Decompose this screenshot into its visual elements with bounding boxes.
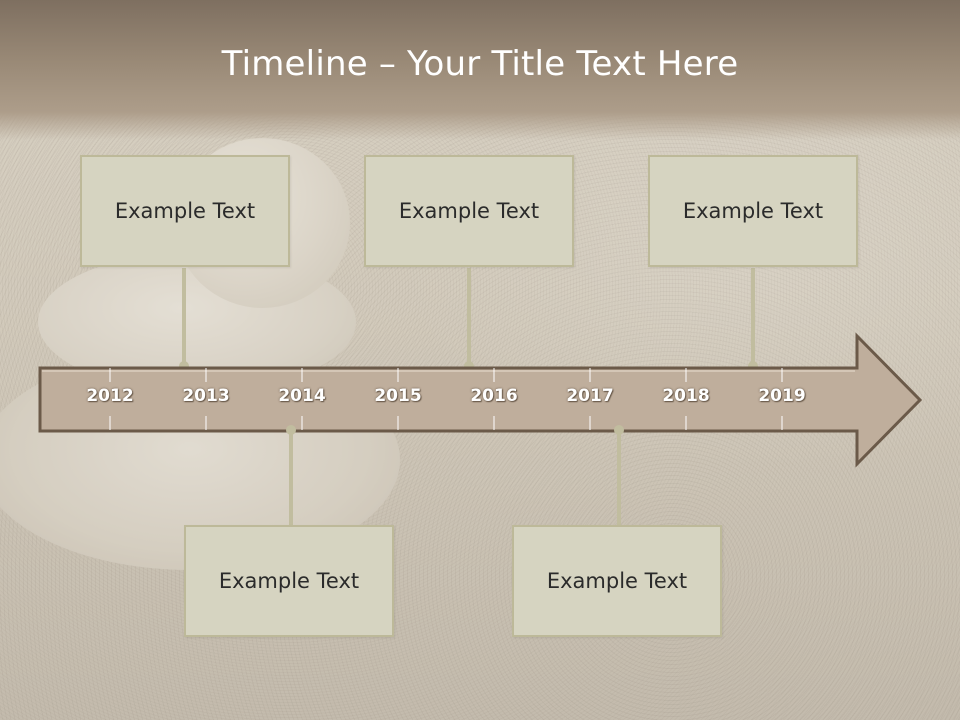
year-label-2014: 2014 bbox=[278, 386, 326, 406]
event-text-1: Example Text bbox=[114, 199, 256, 223]
event-box-2[interactable]: Example Text bbox=[364, 155, 574, 267]
connector-dot-event-5 bbox=[614, 425, 624, 435]
year-label-2019: 2019 bbox=[758, 386, 806, 406]
year-label-2016: 2016 bbox=[470, 386, 518, 406]
connector-dot-event-4 bbox=[286, 425, 296, 435]
event-box-4[interactable]: Example Text bbox=[184, 525, 394, 637]
year-label-2015: 2015 bbox=[374, 386, 422, 406]
year-label-2013: 2013 bbox=[182, 386, 230, 406]
year-label-2018: 2018 bbox=[662, 386, 710, 406]
event-box-5[interactable]: Example Text bbox=[512, 525, 722, 637]
year-label-2017: 2017 bbox=[566, 386, 614, 406]
event-text-3: Example Text bbox=[682, 199, 824, 223]
event-box-1[interactable]: Example Text bbox=[80, 155, 290, 267]
year-ticks bbox=[109, 368, 783, 430]
event-box-3[interactable]: Example Text bbox=[648, 155, 858, 267]
year-label-2012: 2012 bbox=[86, 386, 134, 406]
event-text-4: Example Text bbox=[218, 569, 360, 593]
timeline-arrow bbox=[38, 332, 923, 468]
event-text-5: Example Text bbox=[546, 569, 688, 593]
title-band bbox=[0, 0, 960, 140]
slide-title[interactable]: Timeline – Your Title Text Here bbox=[221, 44, 739, 84]
event-text-2: Example Text bbox=[398, 199, 540, 223]
